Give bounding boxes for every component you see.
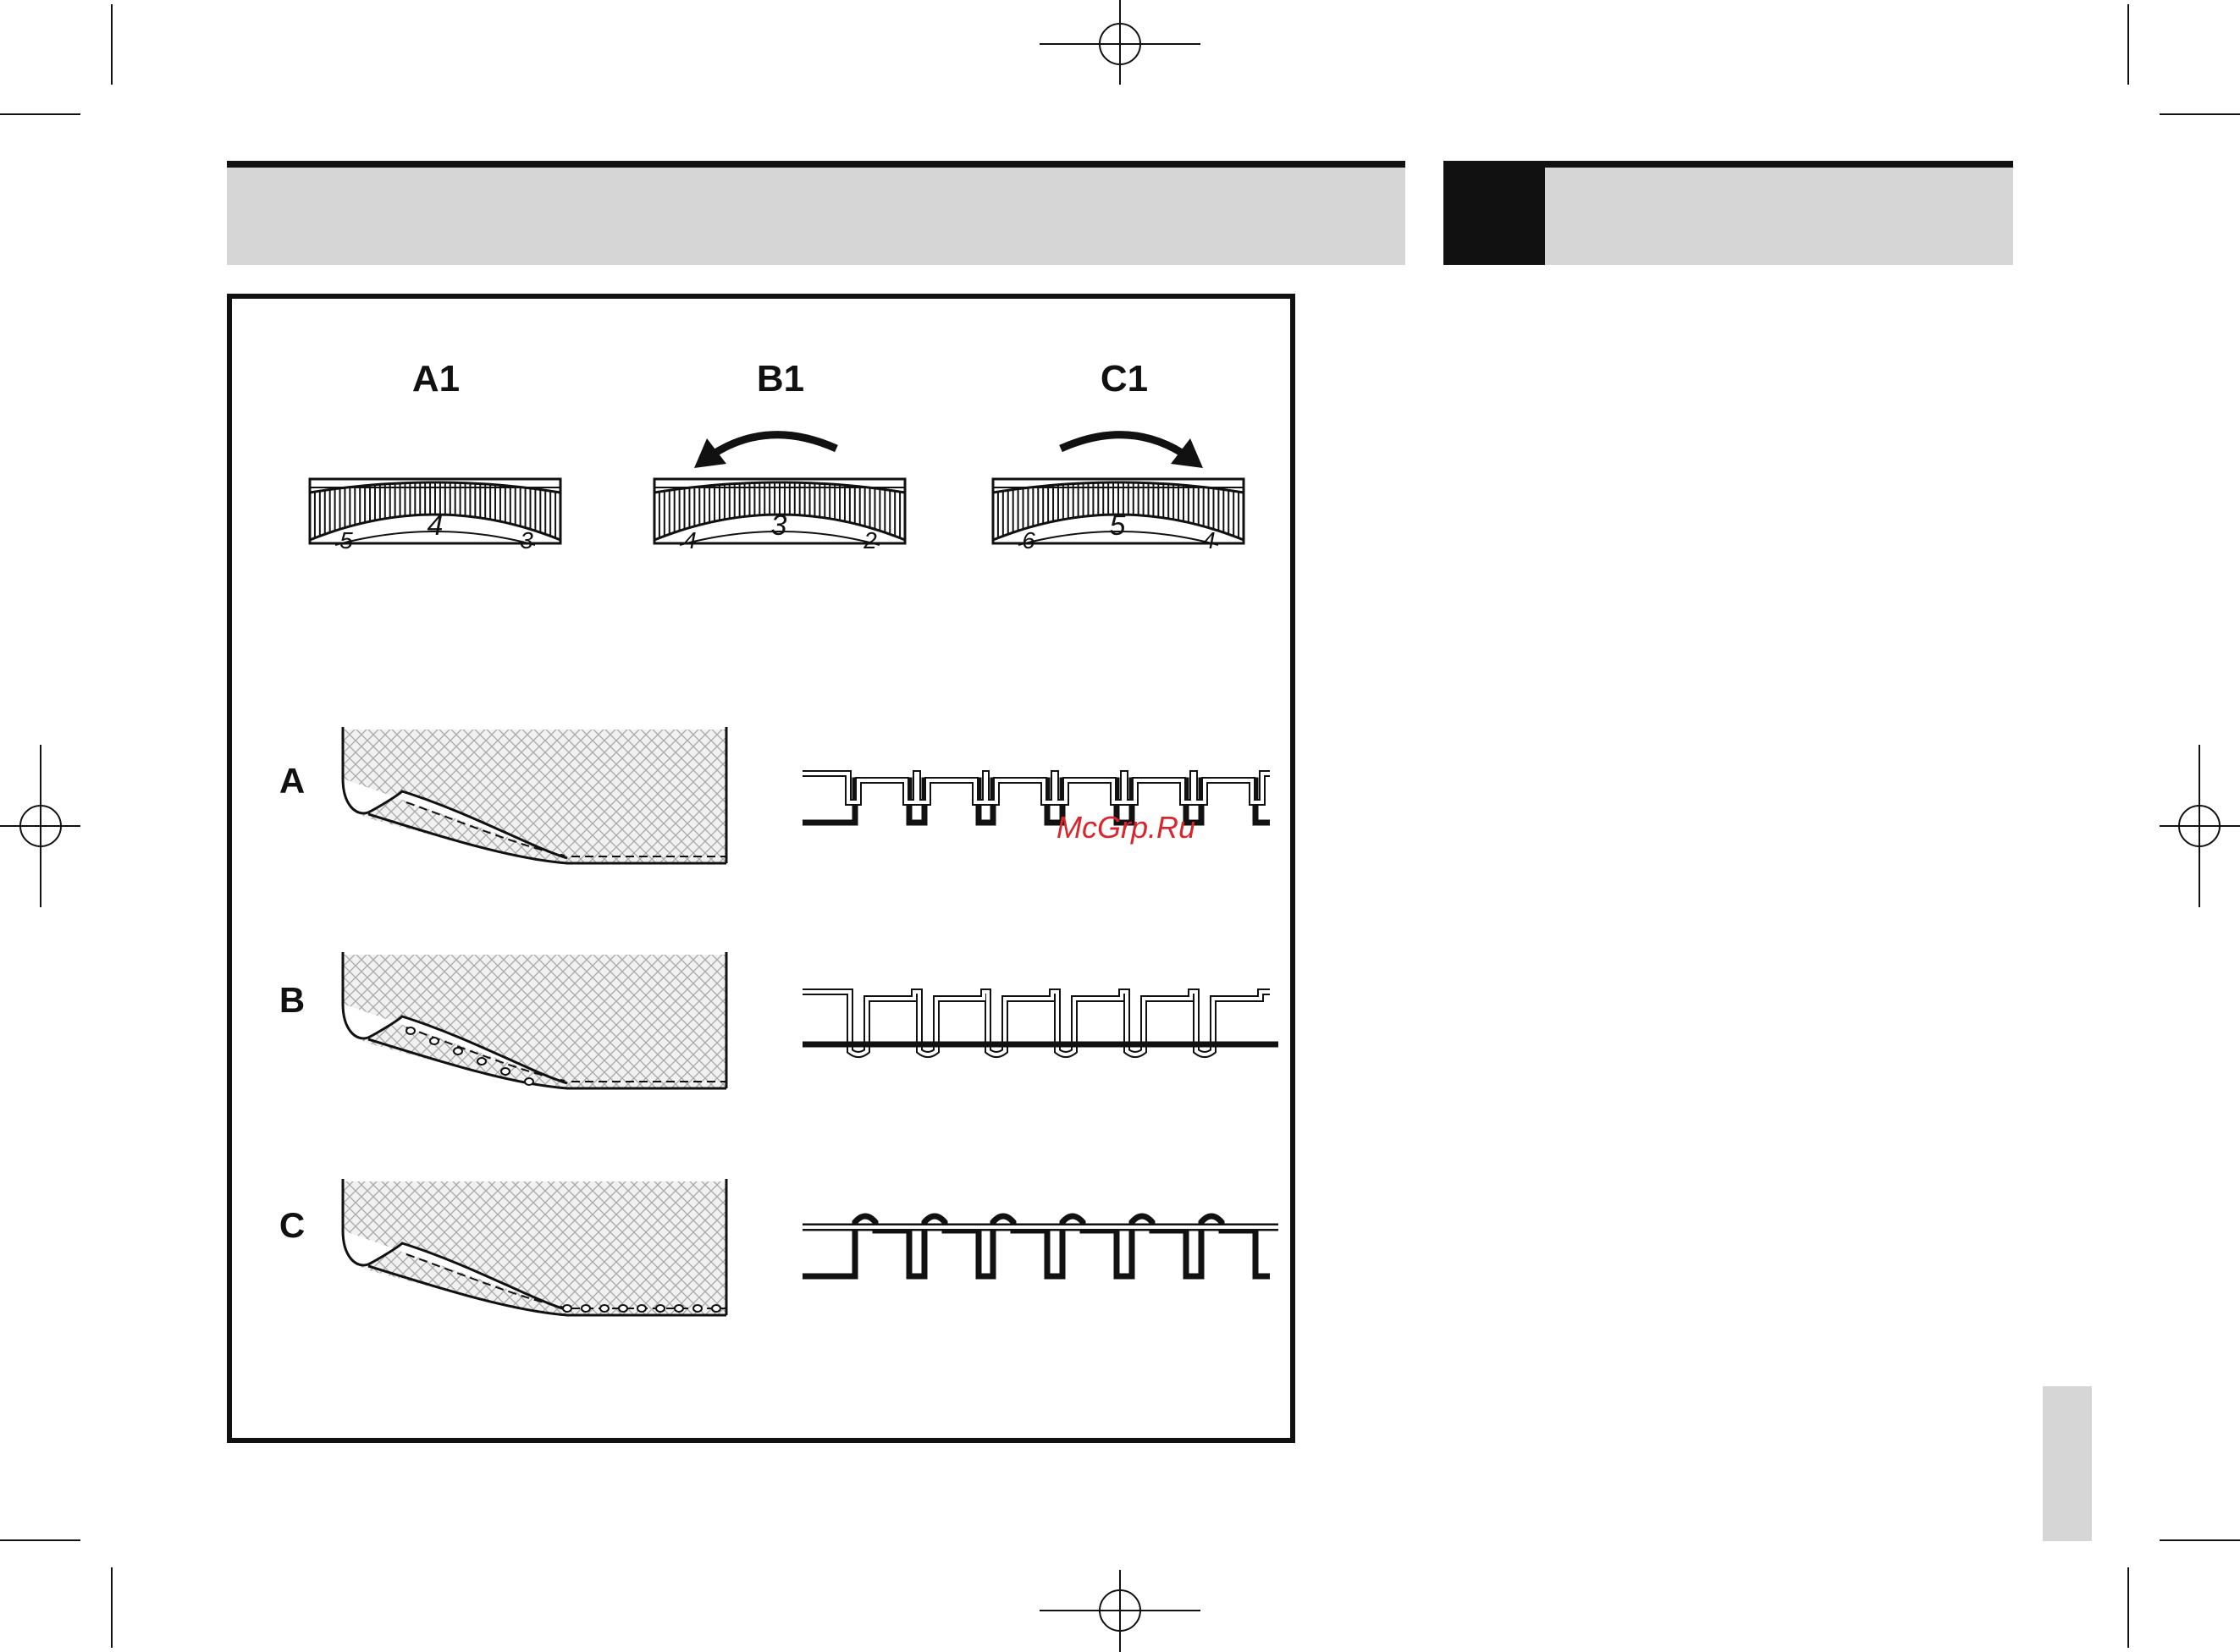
stitch-diagram-c — [803, 1216, 1278, 1276]
fabric-sample-c — [343, 1179, 726, 1315]
fabric-sample-b — [343, 952, 726, 1088]
dial-b1-left-number: 4 — [683, 527, 697, 553]
dial-label-c1: C1 — [1101, 358, 1148, 399]
dial-c1-right-number: 4 — [1202, 527, 1216, 553]
dial-a1-center-number: 4 — [428, 509, 444, 542]
row-label-c: C — [279, 1205, 305, 1245]
row-label-a: A — [279, 761, 305, 801]
dial-a1-left-number: 5 — [339, 527, 353, 553]
dial-label-a1: A1 — [412, 358, 460, 399]
row-label-b: B — [279, 980, 305, 1020]
arrow-left-icon — [694, 435, 836, 468]
dial-c1-left-number: 6 — [1022, 527, 1035, 553]
watermark: McGrp.Ru — [1057, 810, 1195, 845]
dial-b1-center-number: 3 — [771, 509, 787, 542]
dial-a1-right-number: 3 — [520, 527, 533, 553]
arrow-right-icon — [1061, 435, 1203, 468]
dial-c1-center-number: 5 — [1110, 509, 1126, 542]
dial-b1-right-number: 2 — [863, 527, 877, 553]
fabric-sample-a — [343, 727, 726, 863]
stitch-diagram-b — [803, 992, 1278, 1055]
stitch-diagram-a — [803, 774, 1270, 823]
dial-label-b1: B1 — [757, 358, 804, 399]
